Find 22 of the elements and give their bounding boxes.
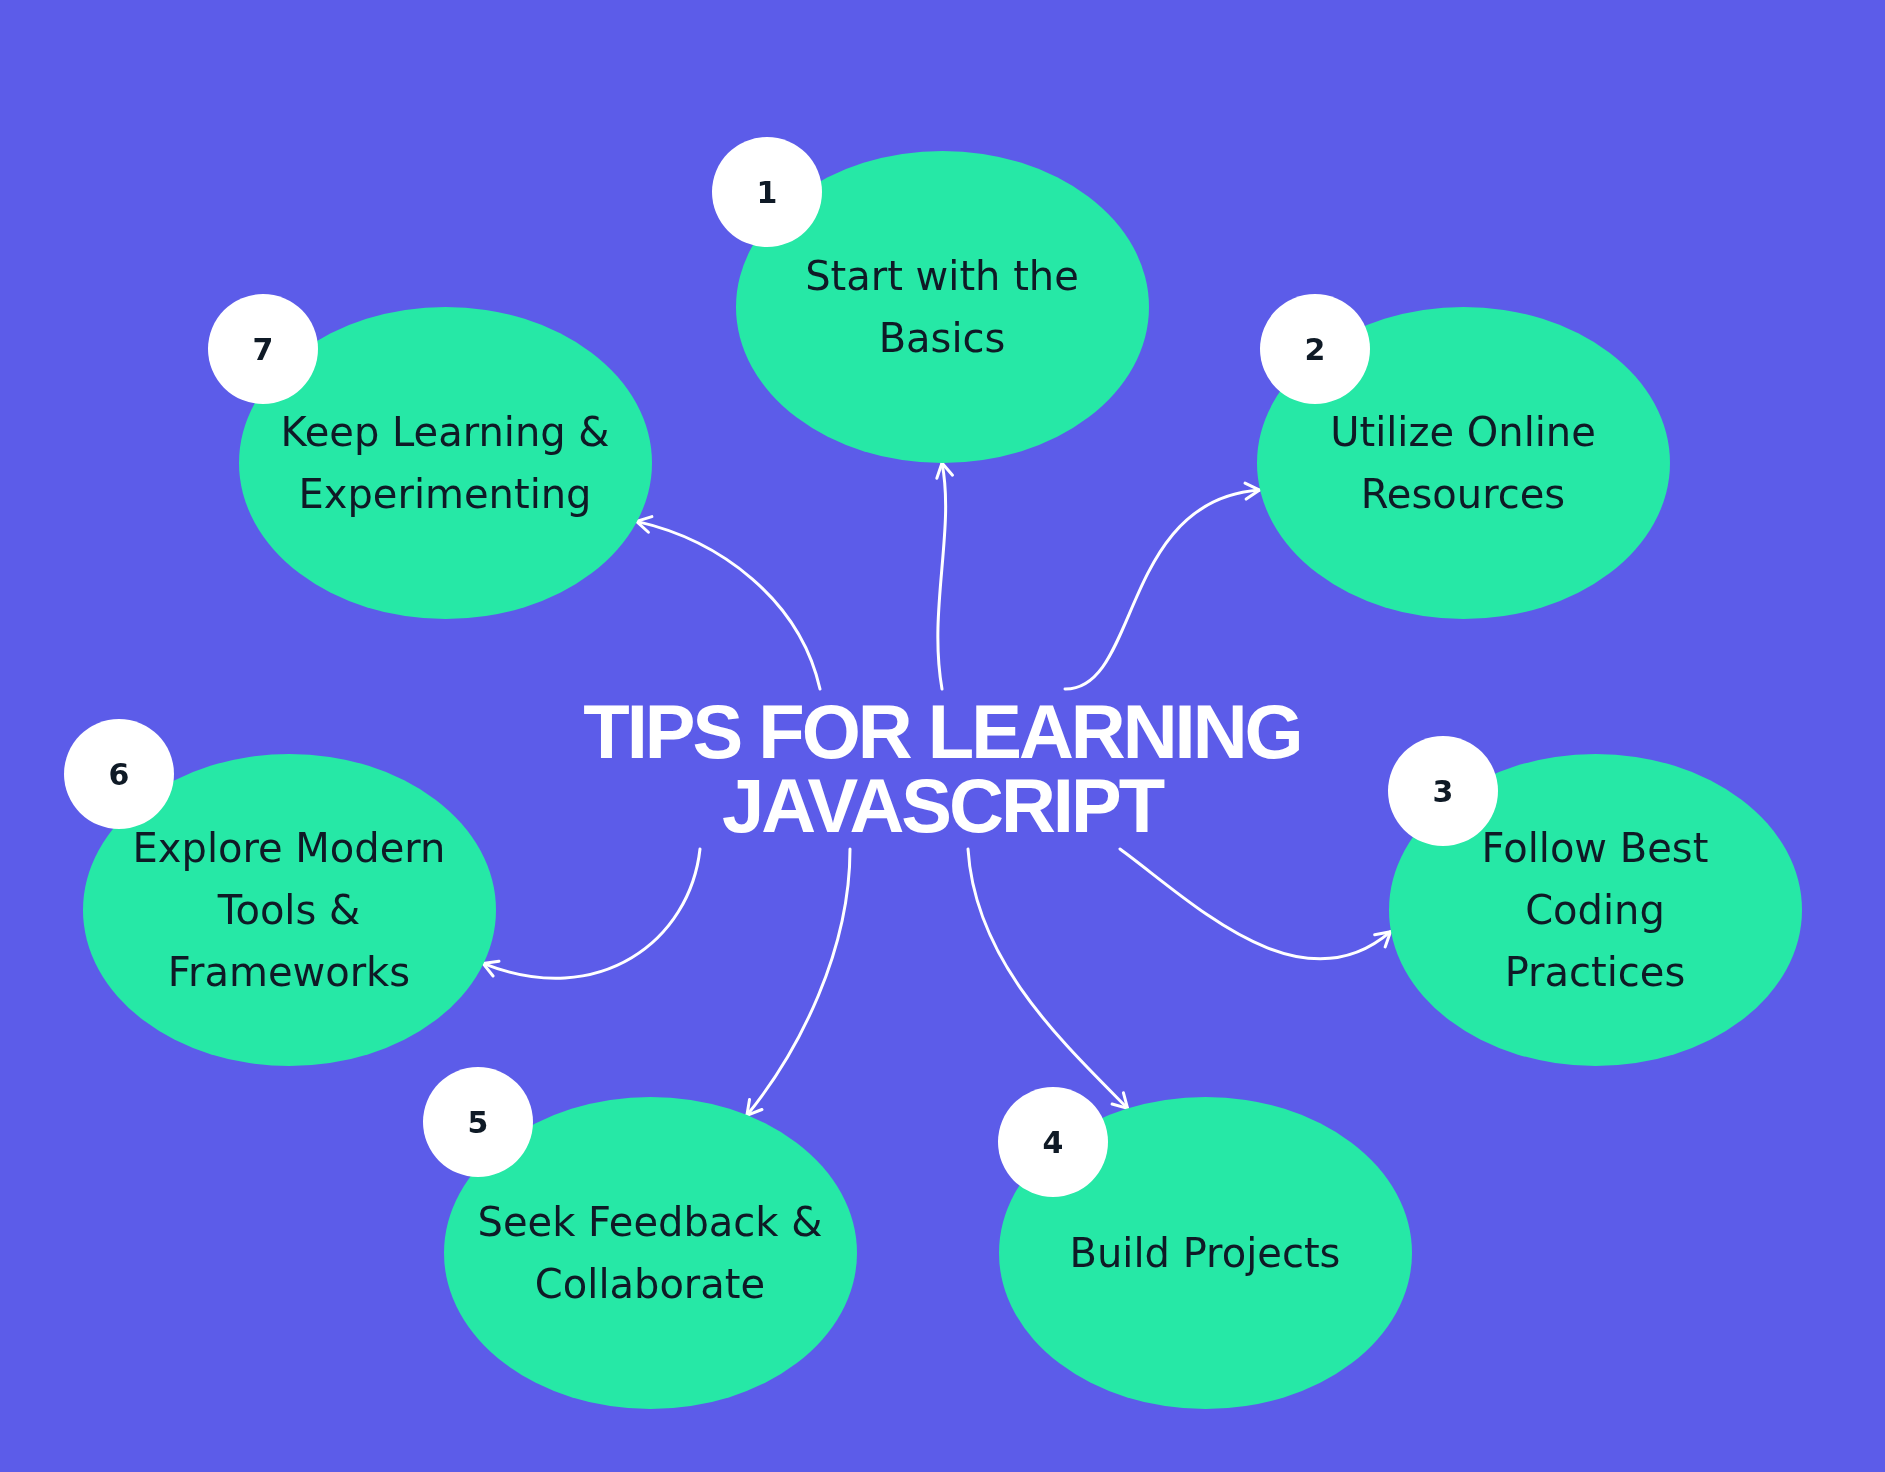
- curved-arrow: [934, 461, 954, 691]
- step-number: 2: [1304, 331, 1326, 367]
- tip-text: Keep Learning & Experimenting: [279, 408, 611, 519]
- step-number: 6: [108, 756, 130, 792]
- tip-text: Utilize Online Resources: [1329, 408, 1597, 519]
- tip-text: Start with the Basics: [804, 252, 1080, 363]
- step-number: 4: [1042, 1124, 1064, 1160]
- tip-text: Build Projects: [1068, 1229, 1342, 1278]
- step-number: 3: [1432, 773, 1454, 809]
- heading-text: TIPS FOR LEARNING JAVASCRIPT: [582, 695, 1302, 843]
- step-number: 7: [252, 331, 274, 367]
- tip-text: Explore Modern Tools & Frameworks: [131, 824, 447, 997]
- tip-text: Follow Best Coding Practices: [1480, 824, 1710, 997]
- curved-arrow: [481, 847, 702, 980]
- step-number: 1: [756, 174, 778, 210]
- curved-arrow: [635, 515, 822, 691]
- curved-arrow: [745, 847, 852, 1117]
- step-number: 5: [467, 1104, 489, 1140]
- curved-arrow: [966, 847, 1130, 1110]
- curved-arrow: [1063, 483, 1262, 691]
- tip-text: Seek Feedback & Collaborate: [476, 1198, 824, 1309]
- curved-arrow: [1118, 847, 1392, 961]
